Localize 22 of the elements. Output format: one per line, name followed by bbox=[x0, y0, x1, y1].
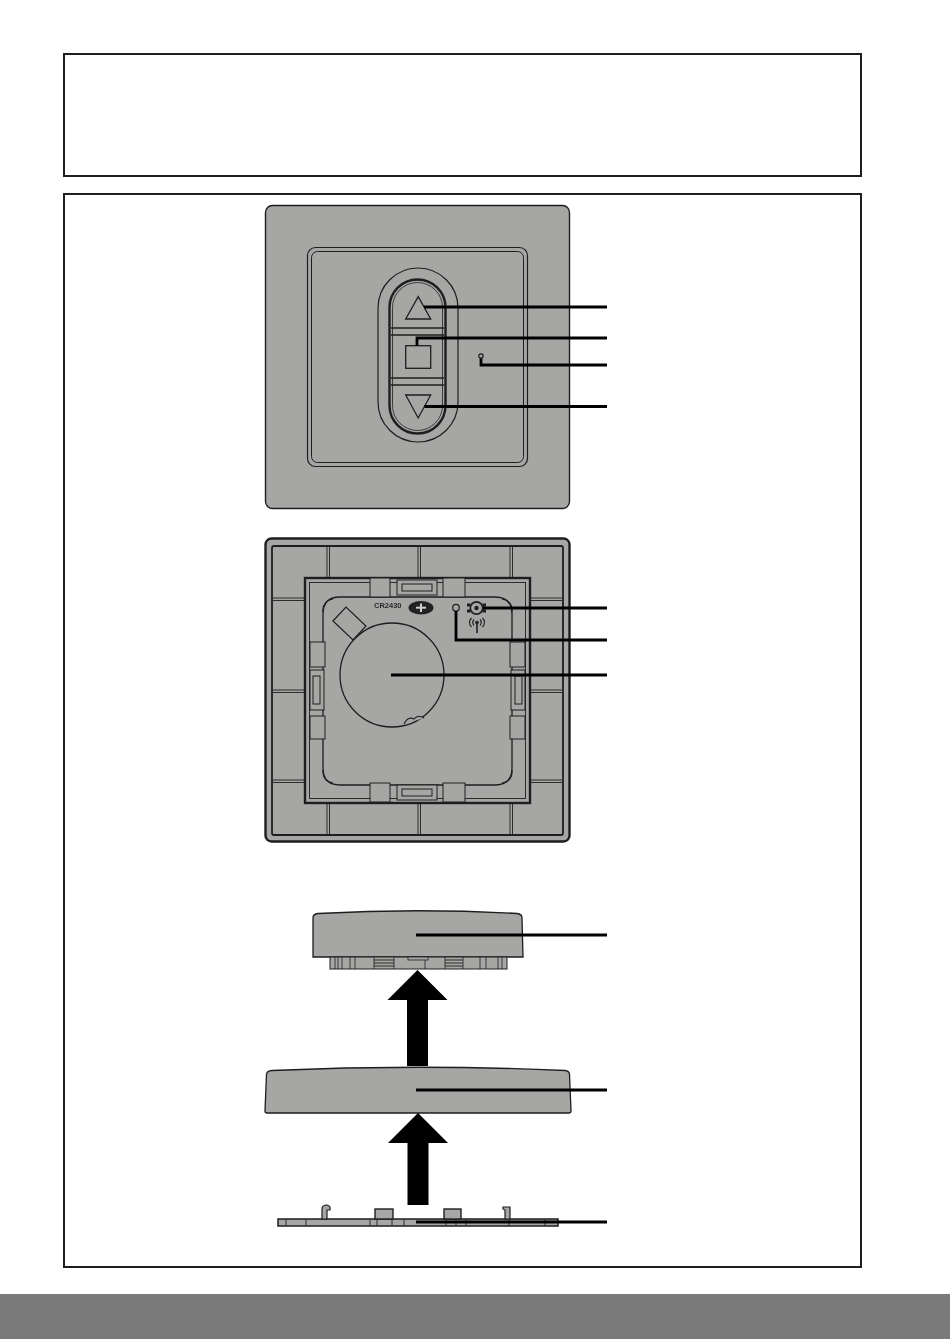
leader-line bbox=[483, 606, 607, 610]
block-arrow bbox=[387, 970, 448, 1066]
battery-holder bbox=[332, 606, 445, 728]
up-arrow-symbol bbox=[404, 295, 432, 320]
push-button-icon bbox=[467, 600, 486, 616]
leader-line bbox=[416, 933, 607, 937]
mounting-plate-side-view bbox=[277, 1204, 559, 1227]
leader-line bbox=[454, 611, 607, 642]
leader-line bbox=[415, 336, 607, 346]
leader-line bbox=[424, 405, 607, 408]
leader-line bbox=[479, 358, 607, 367]
switch-module-side-view bbox=[312, 910, 524, 970]
leader-line bbox=[391, 673, 607, 677]
down-arrow-symbol bbox=[404, 394, 432, 420]
leader-line bbox=[424, 305, 607, 309]
leader-line bbox=[416, 1088, 607, 1092]
cover-frame-side-view bbox=[264, 1066, 572, 1114]
led-indicator bbox=[478, 353, 484, 359]
stop-square-symbol bbox=[405, 345, 432, 369]
led-hole bbox=[452, 603, 460, 612]
leader-line bbox=[416, 1220, 607, 1224]
block-arrow bbox=[388, 1113, 448, 1205]
